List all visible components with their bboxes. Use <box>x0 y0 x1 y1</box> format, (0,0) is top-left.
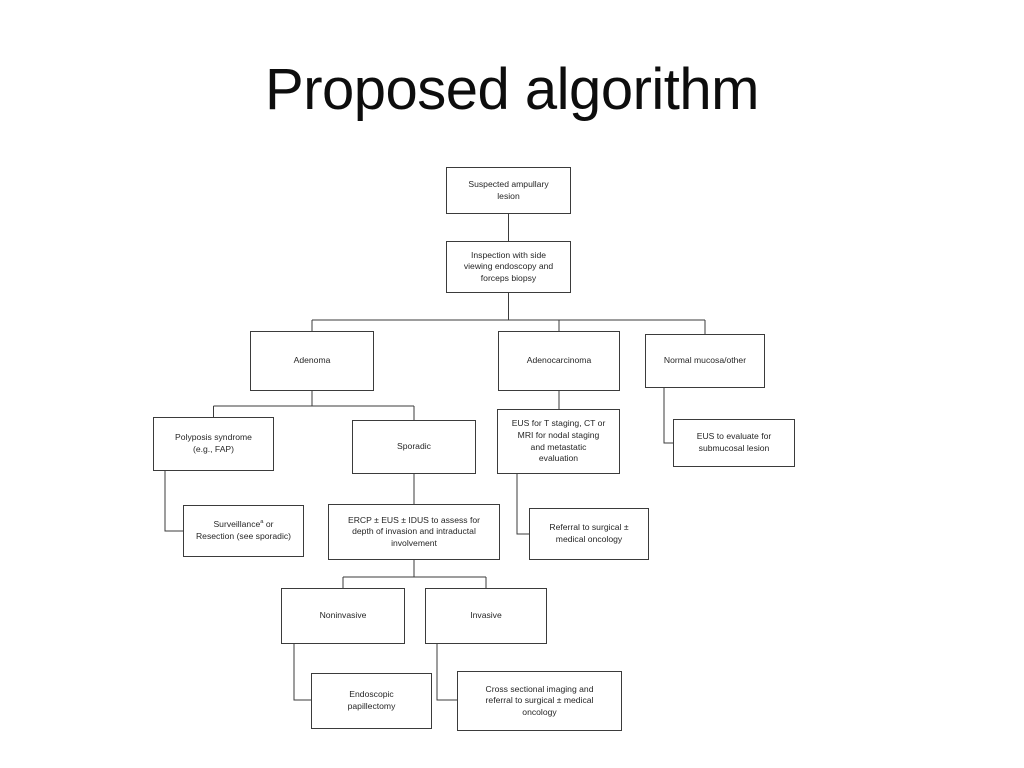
node-label: ERCP ± EUS ± IDUS to assess for depth of… <box>347 514 480 548</box>
node-label: Endoscopic papillectomy <box>347 689 396 711</box>
node-label: EUS to evaluate for submucosal lesion <box>696 431 772 453</box>
node-referral-surgical-medical-oncology[interactable]: Referral to surgical ± medical oncology <box>529 508 649 560</box>
page-title: Proposed algorithm <box>265 57 759 122</box>
node-noninvasive[interactable]: Noninvasive <box>281 588 405 644</box>
edge-normal-mucosa-to-eus-submucosal <box>663 388 673 444</box>
node-label: EUS for T staging, CT or MRI for nodal s… <box>511 418 606 464</box>
node-label: Invasive <box>470 610 502 621</box>
node-label: Polyposis syndrome (e.g., FAP) <box>175 432 252 454</box>
edge-polyposis-to-surveillance <box>164 471 183 532</box>
node-ercp-eus-idus-assess-depth[interactable]: ERCP ± EUS ± IDUS to assess for depth of… <box>328 504 500 560</box>
node-normal-mucosa-other[interactable]: Normal mucosa/other <box>645 334 765 388</box>
node-surveillance-or-resection[interactable]: Surveillancea or Resection (see sporadic… <box>183 505 304 557</box>
node-cross-sectional-imaging-referral[interactable]: Cross sectional imaging and referral to … <box>457 671 622 731</box>
node-endoscopic-papillectomy[interactable]: Endoscopic papillectomy <box>311 673 432 729</box>
edge-eus-staging-to-referral <box>516 474 529 535</box>
node-sporadic[interactable]: Sporadic <box>352 420 476 474</box>
edge-invasive-to-cross-sectional <box>436 644 457 701</box>
node-adenoma[interactable]: Adenoma <box>250 331 374 391</box>
edge-noninvasive-to-papillectomy <box>293 644 311 701</box>
node-suspected-ampullary-lesion[interactable]: Suspected ampullary lesion <box>446 167 571 214</box>
node-label: Noninvasive <box>319 610 367 621</box>
node-invasive[interactable]: Invasive <box>425 588 547 644</box>
node-label: Cross sectional imaging and referral to … <box>485 683 594 717</box>
node-adenocarcinoma[interactable]: Adenocarcinoma <box>498 331 620 391</box>
node-eus-evaluate-submucosal-lesion[interactable]: EUS to evaluate for submucosal lesion <box>673 419 795 467</box>
node-polyposis-syndrome-fap[interactable]: Polyposis syndrome (e.g., FAP) <box>153 417 274 471</box>
node-label: Inspection with side viewing endoscopy a… <box>463 249 554 283</box>
node-label: Suspected ampullary lesion <box>468 178 549 201</box>
node-label: Adenoma <box>293 355 331 366</box>
node-label: Normal mucosa/other <box>663 355 747 366</box>
node-label: Sporadic <box>397 441 431 452</box>
node-inspection-side-viewing-endoscopy[interactable]: Inspection with side viewing endoscopy a… <box>446 241 571 293</box>
node-label: Surveillancea or Resection (see sporadic… <box>195 519 292 541</box>
node-label: Adenocarcinoma <box>526 355 592 366</box>
node-label: Referral to surgical ± medical oncology <box>549 522 629 544</box>
node-eus-t-staging-ct-mri[interactable]: EUS for T staging, CT or MRI for nodal s… <box>497 409 620 474</box>
